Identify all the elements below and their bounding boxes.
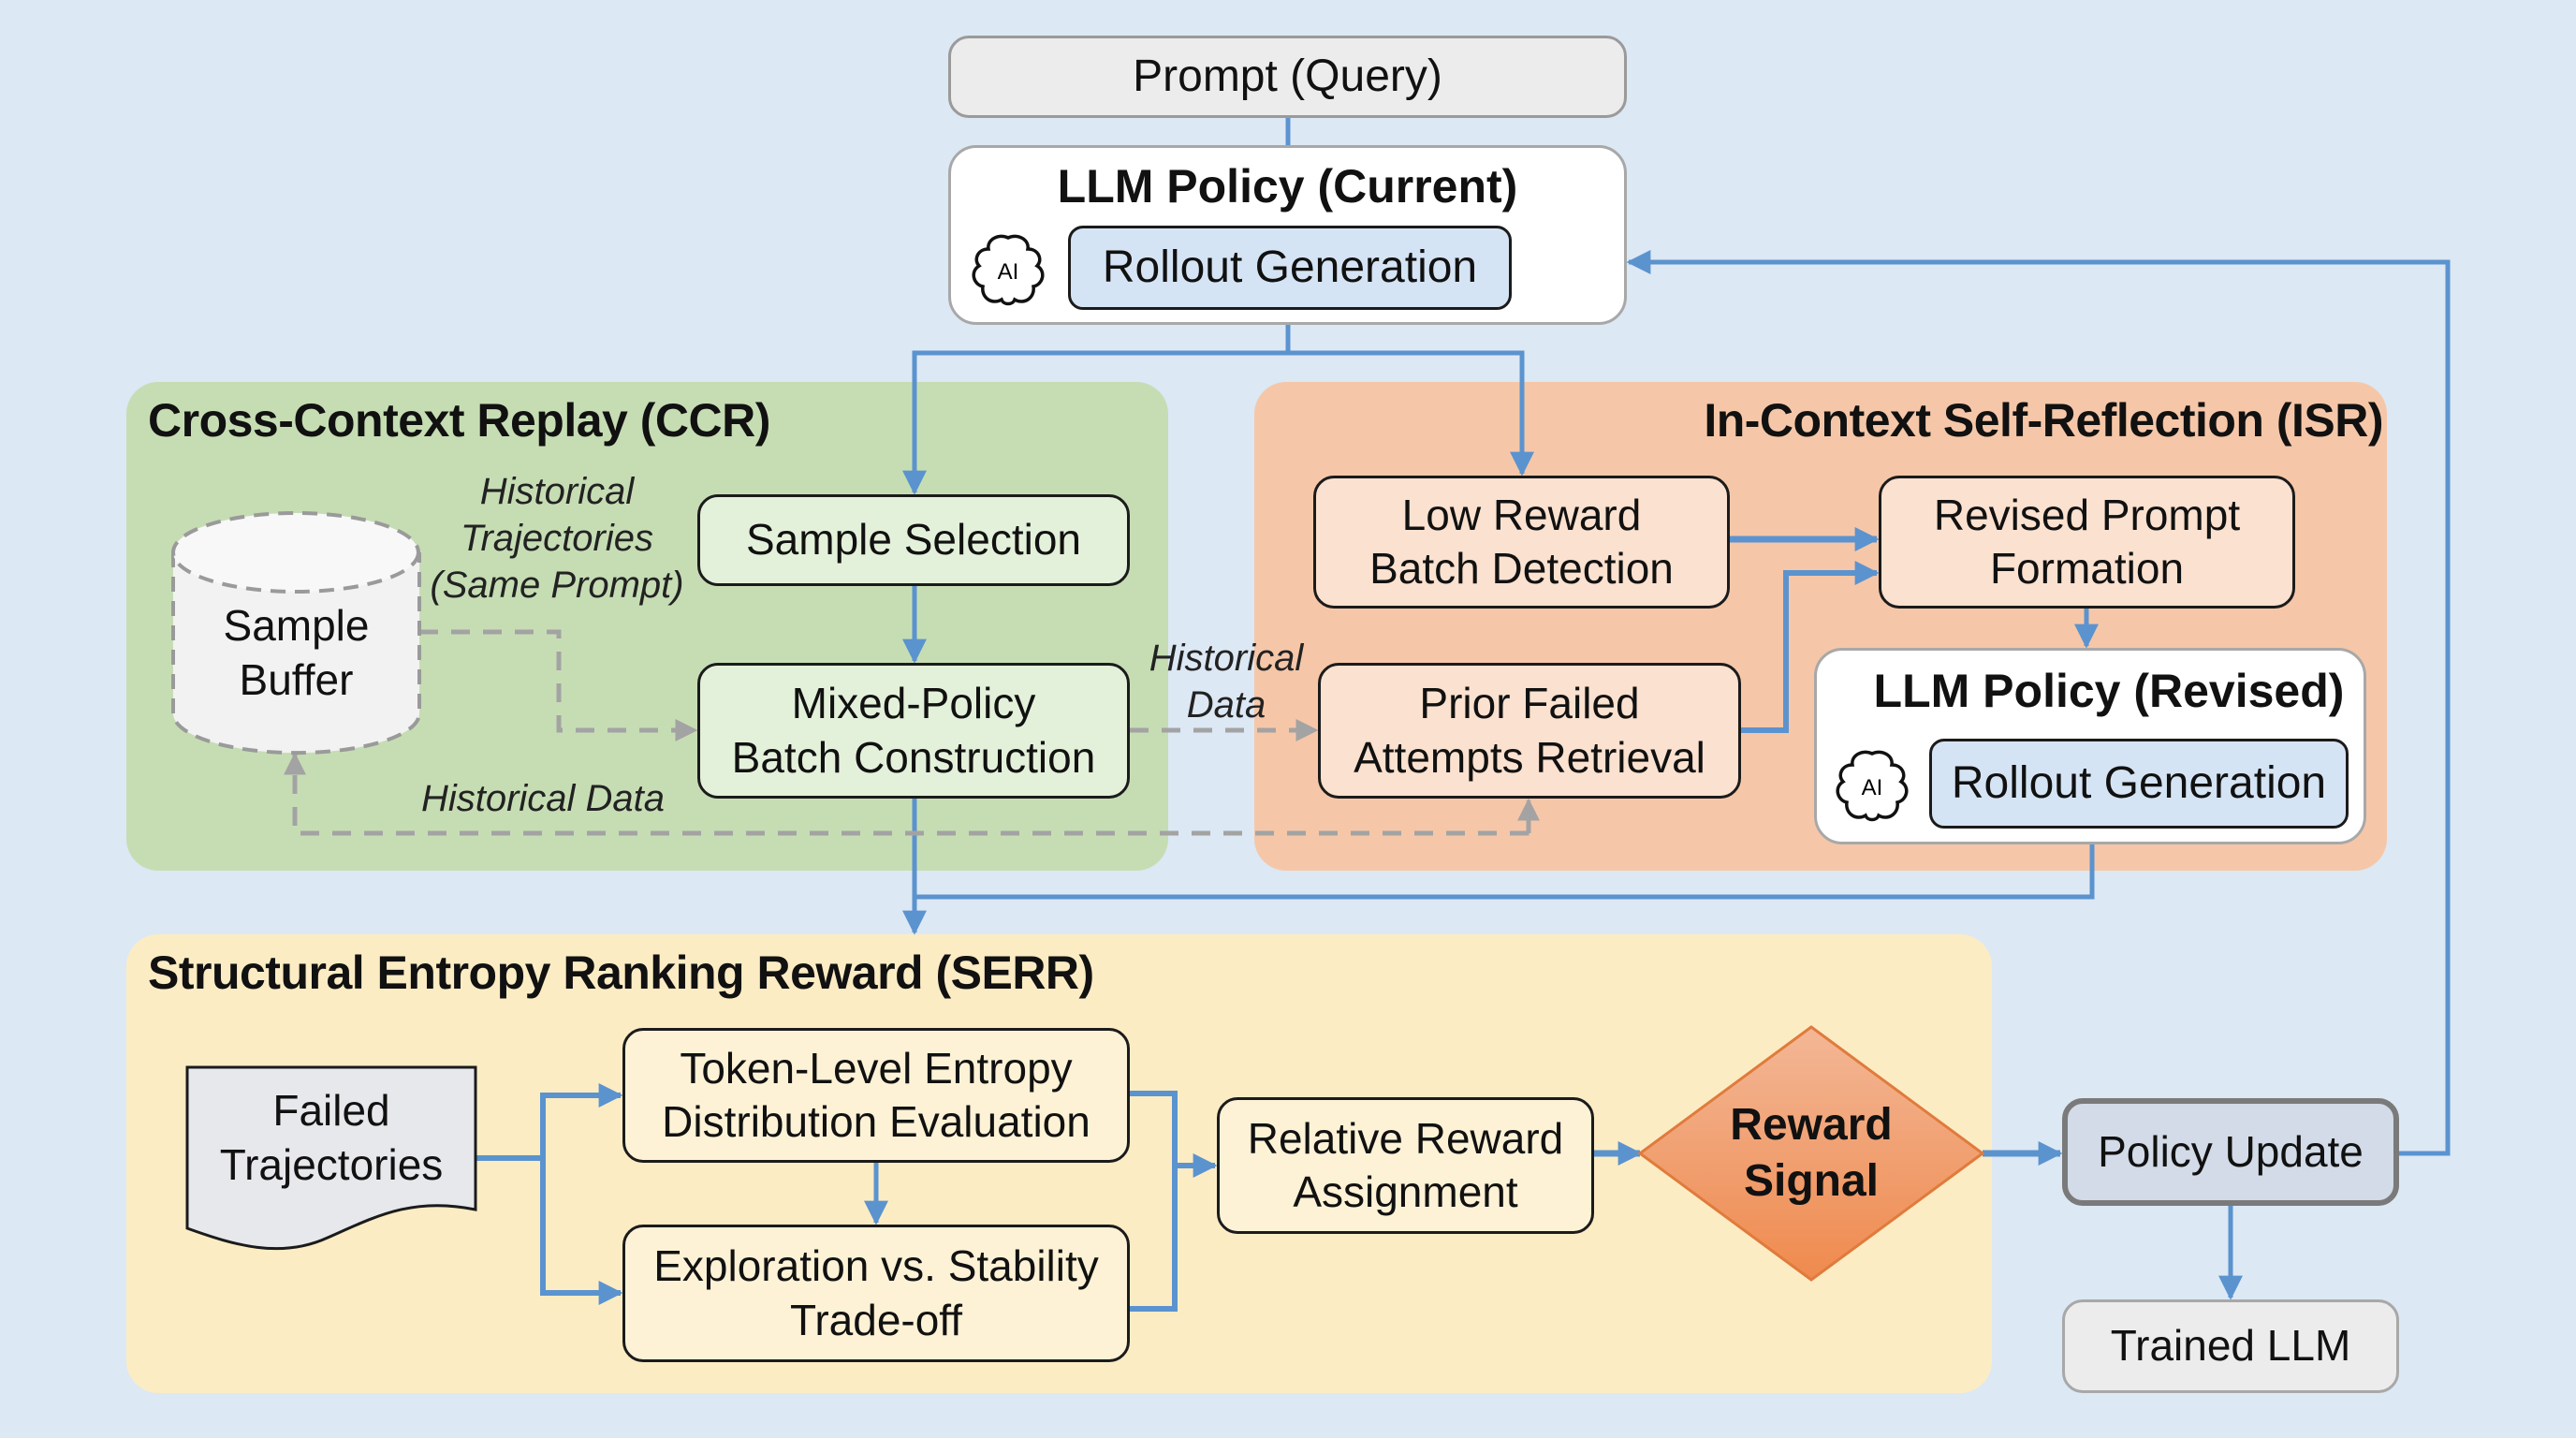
revised-prompt-node[interactable]: Revised Prompt Formation xyxy=(1879,476,2295,609)
rollout-generation-current[interactable]: Rollout Generation xyxy=(1068,226,1512,310)
token-level-node[interactable]: Token-Level Entropy Distribution Evaluat… xyxy=(622,1028,1130,1163)
isr-title: In-Context Self-Reflection (ISR) xyxy=(1704,394,2383,447)
dashed-history-return xyxy=(284,752,1529,836)
sample-buffer-label: Sample Buffer xyxy=(223,601,370,704)
svg-text:AI: AI xyxy=(998,259,1019,285)
llm-policy-revised[interactable]: LLM Policy (Revised) AI Rollout Generati… xyxy=(1814,648,2366,844)
label-historical-trajectories: Historical Trajectories (Same Prompt) xyxy=(430,471,684,606)
ccr-title: Cross-Context Replay (CCR) xyxy=(148,394,770,447)
label-historical-data-right: Historical Data xyxy=(1149,638,1304,726)
reward-signal-label: Reward Signal xyxy=(1730,1100,1893,1206)
sample-selection-node[interactable]: Sample Selection xyxy=(697,494,1130,586)
wire-policy-split xyxy=(902,307,1291,495)
rollout-generation-revised[interactable]: Rollout Generation xyxy=(1929,739,2349,829)
llm-policy-current[interactable]: LLM Policy (Current) AI Rollout Generati… xyxy=(948,145,1627,325)
wire-failed-explore xyxy=(540,1158,623,1305)
wire-token-merge xyxy=(1130,1091,1178,1312)
serr-title: Structural Entropy Ranking Reward (SERR) xyxy=(148,946,1094,999)
svg-text:AI: AI xyxy=(1862,775,1883,800)
mixed-policy-node[interactable]: Mixed-Policy Batch Construction xyxy=(697,663,1130,799)
label-historical-data: Historical Data xyxy=(420,778,666,819)
wire-failed-token xyxy=(476,1083,623,1161)
low-reward-node[interactable]: Low Reward Batch Detection xyxy=(1313,476,1730,609)
failed-trajectories-doc xyxy=(185,1065,477,1251)
wire-feedback-loop xyxy=(1626,250,2451,1156)
dashed-buffer-mixed xyxy=(419,629,698,741)
trained-llm-node[interactable]: Trained LLM xyxy=(2062,1299,2399,1393)
wire-policy-isr xyxy=(1288,350,1534,477)
failed-trajectories-label: Failed Trajectories xyxy=(219,1086,444,1189)
wire-prior-revised xyxy=(1741,561,1880,733)
prompt-node[interactable]: Prompt (Query) xyxy=(948,36,1627,118)
policy-update-node[interactable]: Policy Update xyxy=(2062,1098,2399,1206)
wire-isr-serr xyxy=(915,844,2095,900)
relative-reward-node[interactable]: Relative Reward Assignment xyxy=(1217,1097,1594,1234)
reward-signal-diamond xyxy=(1637,1025,1985,1282)
brain-ai-icon: AI xyxy=(966,228,1050,313)
sample-buffer-cylinder xyxy=(171,511,421,756)
brain-ai-icon-revised: AI xyxy=(1830,744,1914,829)
llm-policy-revised-title: LLM Policy (Revised) xyxy=(1873,665,2345,717)
prior-failed-node[interactable]: Prior Failed Attempts Retrieval xyxy=(1318,663,1741,799)
exploration-node[interactable]: Exploration vs. Stability Trade-off xyxy=(622,1225,1130,1362)
llm-policy-current-title: LLM Policy (Current) xyxy=(1057,160,1518,213)
